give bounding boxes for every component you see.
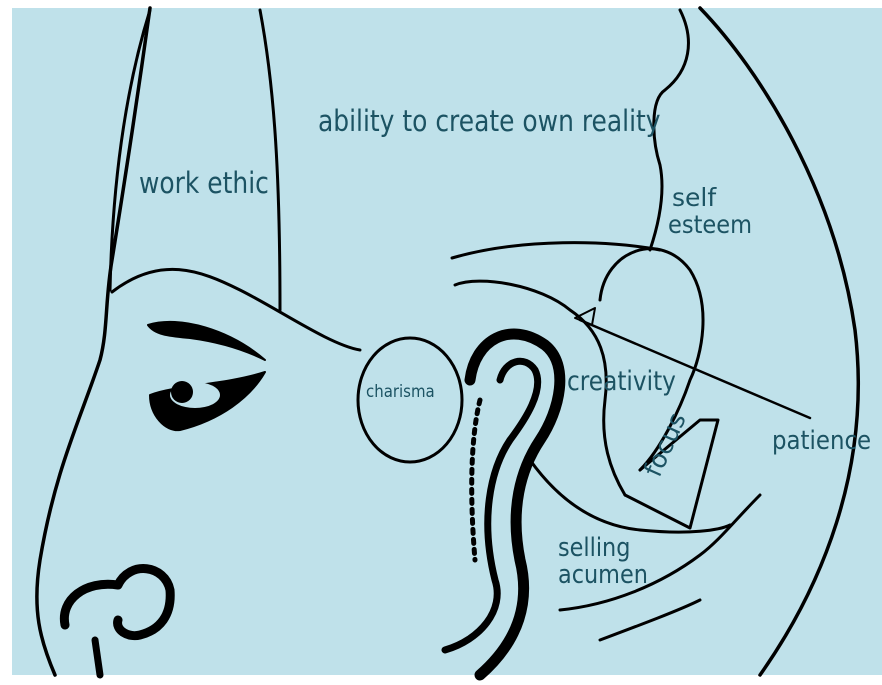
nose bbox=[64, 569, 170, 636]
ear-shading bbox=[472, 400, 480, 560]
eyebrow bbox=[148, 322, 265, 360]
pupil bbox=[171, 381, 193, 403]
label-creativity: creativity bbox=[567, 368, 676, 396]
label-acumen: acumen bbox=[558, 562, 648, 589]
label-self: self bbox=[672, 185, 716, 211]
skull-outline bbox=[700, 8, 858, 675]
forehead-line bbox=[112, 269, 360, 350]
label-selling: selling bbox=[558, 535, 630, 562]
label-patience: patience bbox=[772, 428, 871, 455]
label-work-ethic: work ethic bbox=[139, 168, 269, 198]
label-esteem: esteem bbox=[668, 212, 752, 238]
mouth-hint bbox=[95, 640, 100, 675]
pointer-arrow bbox=[575, 308, 595, 325]
neck-line bbox=[600, 600, 700, 640]
label-ability: ability to create own reality bbox=[318, 106, 661, 136]
work-ethic-region bbox=[110, 10, 280, 310]
label-charisma: charisma bbox=[366, 384, 435, 402]
